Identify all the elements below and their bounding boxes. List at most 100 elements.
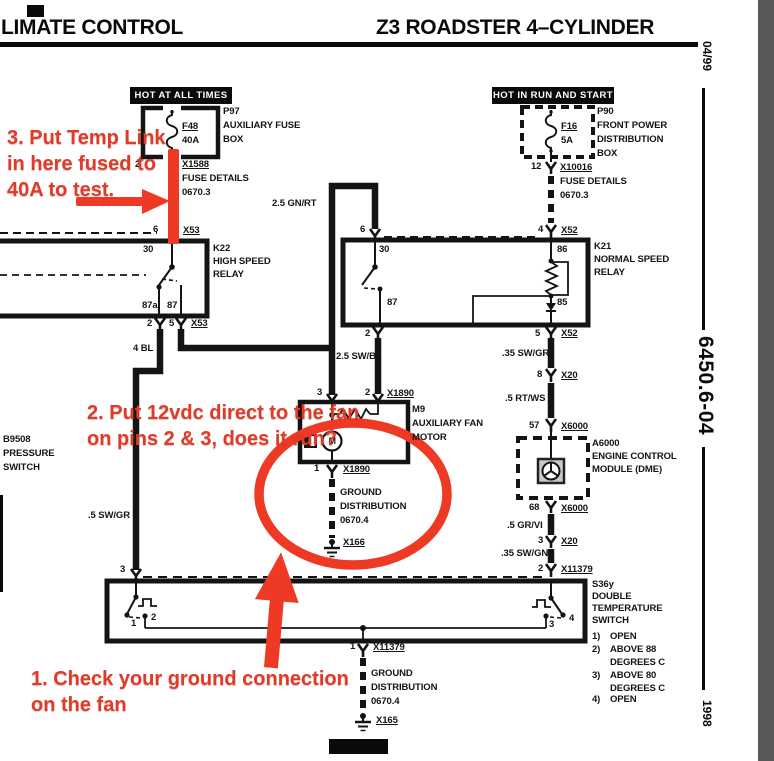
connector-x10016: X10016 xyxy=(560,162,593,173)
legend-text: ABOVE 88 xyxy=(610,644,657,655)
pin-number: 6 xyxy=(153,224,159,235)
red-arrow-icon xyxy=(254,552,299,669)
pin-number: 68 xyxy=(529,502,540,513)
temp-switch-icon xyxy=(532,599,551,608)
fuse-f16-rating: 5A xyxy=(561,135,573,146)
pin-number: 4 xyxy=(569,613,575,624)
k21-desc: NORMAL SPEED xyxy=(594,254,670,265)
temp-switch-icon xyxy=(138,598,157,607)
connector-x52: X52 xyxy=(561,328,578,339)
terminal-86: 86 xyxy=(557,244,568,255)
connector-icon xyxy=(544,500,558,513)
k22-id: K22 xyxy=(213,243,231,254)
fuse-details-page: 0670.3 xyxy=(182,187,211,198)
s36y-temp-switch xyxy=(104,576,588,732)
connector-x165: X165 xyxy=(376,715,398,726)
margin-year: 1998 xyxy=(700,700,714,727)
ground-ref: DISTRIBUTION xyxy=(340,501,407,512)
wire-label: .35 SW/GN xyxy=(501,548,549,559)
legend-text: DEGREES C xyxy=(610,657,666,668)
fuse-f48-label: F48 xyxy=(182,121,199,132)
red-annotations xyxy=(76,149,452,669)
pin-number: 1 xyxy=(131,618,137,629)
terminal-87: 87 xyxy=(167,300,178,311)
pin-number: 8 xyxy=(537,369,543,380)
fuse-details-ref: FUSE DETAILS xyxy=(560,176,627,187)
ground-icon xyxy=(355,713,371,732)
ground-icon xyxy=(324,539,340,558)
fuse-details-ref: FUSE DETAILS xyxy=(182,173,249,184)
wire-label: 2.5 SW/BL xyxy=(336,351,382,362)
fuse-f48-rating: 40A xyxy=(182,135,200,146)
b9508-desc: PRESSURE xyxy=(3,448,55,459)
legend-num: 1) xyxy=(592,631,601,642)
page-title-left: LIMATE CONTROL xyxy=(1,16,184,39)
cropped-mark-bottom xyxy=(329,739,388,754)
p90-fuse-box xyxy=(520,105,595,240)
connector-x6000: X6000 xyxy=(561,421,588,432)
connector-icon xyxy=(544,161,558,174)
connector-icon xyxy=(544,418,558,432)
pin-number: 6 xyxy=(360,224,366,235)
ground-ref: DISTRIBUTION xyxy=(371,682,438,693)
terminal-87a: 87a xyxy=(142,300,158,311)
k21-relay xyxy=(340,228,591,340)
terminal-85: 85 xyxy=(557,297,568,308)
margin-date: 04/99 xyxy=(700,41,714,72)
diode-icon xyxy=(546,303,556,311)
legend-num: 4) xyxy=(592,694,601,705)
pin-number: 2 xyxy=(365,387,371,398)
pin-number: 3 xyxy=(120,564,126,575)
connector-x11379: X11379 xyxy=(373,642,405,653)
m9-desc: AUXILIARY FAN xyxy=(412,418,484,429)
p90-desc: BOX xyxy=(597,148,618,159)
connector-x1890: X1890 xyxy=(387,388,414,399)
motor-letter: M xyxy=(328,436,337,446)
pin-number: 5 xyxy=(169,318,175,329)
p97-desc: AUXILIARY FUSE xyxy=(223,120,301,131)
pin-number: 2 xyxy=(147,318,153,329)
connector-x11379: X11379 xyxy=(561,564,593,575)
k22-desc: RELAY xyxy=(213,269,244,280)
coil-icon xyxy=(543,261,560,296)
legend-num: 2) xyxy=(592,644,601,655)
ground-ref-page: 0670.4 xyxy=(371,696,400,707)
ground-ref: GROUND xyxy=(340,487,382,498)
margin-doc-number: 6450.6-04 xyxy=(694,336,717,436)
s36y-desc: TEMPERATURE xyxy=(592,603,663,614)
annotation-note-3: 3. Put Temp Link in here fused to 40A to… xyxy=(7,127,166,201)
terminal-30: 30 xyxy=(379,244,390,255)
connector-x52: X52 xyxy=(561,225,578,236)
connector-x166: X166 xyxy=(343,537,365,548)
a6000-desc: ENGINE CONTROL xyxy=(592,451,677,462)
connector-icon xyxy=(544,368,558,382)
scan-gray-strip xyxy=(758,0,774,761)
s36y-desc: DOUBLE xyxy=(592,591,632,602)
m9-desc: MOTOR xyxy=(412,432,447,443)
connector-x6000: X6000 xyxy=(561,503,588,514)
header-rule xyxy=(0,42,698,47)
legend-text: ABOVE 80 xyxy=(610,670,657,681)
terminal-30: 30 xyxy=(143,244,154,255)
connector-x53: X53 xyxy=(191,318,208,329)
p97-id: P97 xyxy=(223,106,240,117)
relay-contact-icon xyxy=(158,266,173,286)
a6000-id: A6000 xyxy=(592,438,620,449)
pin-number: 3 xyxy=(538,535,544,546)
m9-id: M9 xyxy=(412,404,425,415)
connector-x20: X20 xyxy=(561,370,578,381)
p97-desc: BOX xyxy=(223,134,244,145)
pin-number: 2 xyxy=(365,328,371,339)
k21-desc: RELAY xyxy=(594,267,625,278)
circuit xyxy=(0,105,595,732)
b9508-desc: SWITCH xyxy=(3,462,40,473)
legend-text: OPEN xyxy=(610,631,637,642)
pin-number: 57 xyxy=(529,420,540,431)
wire-label: .5 SW/GR xyxy=(88,510,130,521)
p90-desc: DISTRIBUTION xyxy=(597,134,664,145)
pin-number: 2 xyxy=(135,159,141,170)
connector-icon xyxy=(356,643,370,657)
